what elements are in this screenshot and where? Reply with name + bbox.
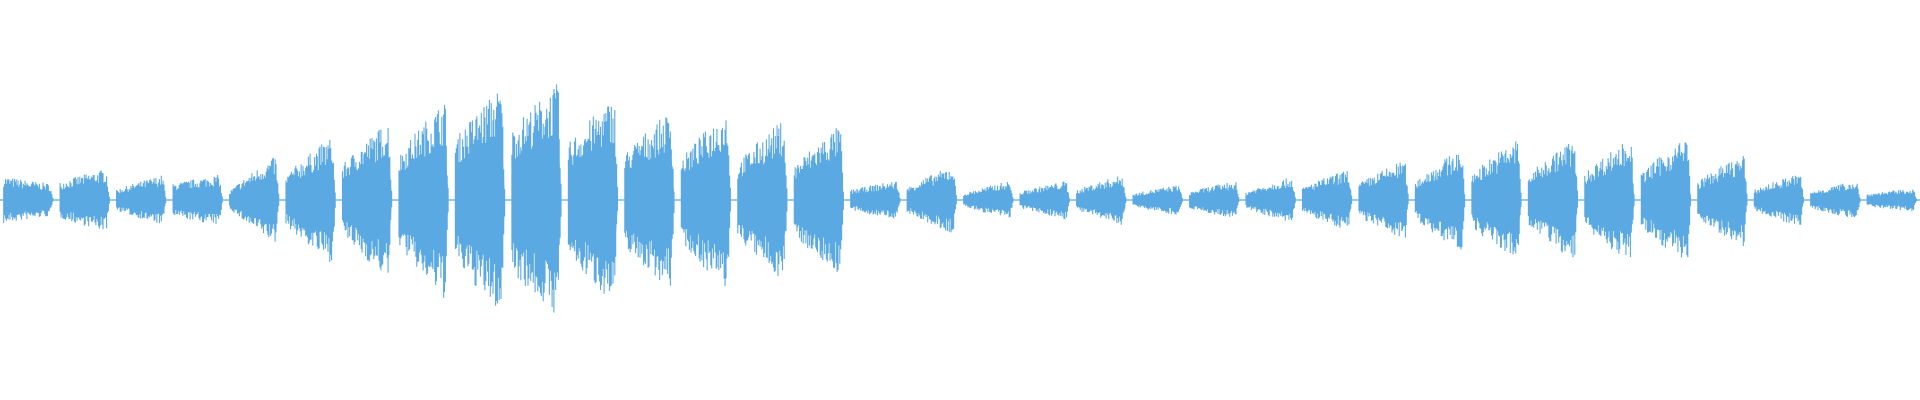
waveform-note-body	[1415, 171, 1465, 229]
waveform-note-body	[1641, 165, 1691, 235]
waveform-note-body	[286, 165, 336, 235]
waveform-note-body	[342, 156, 392, 244]
waveform-note-body	[1584, 165, 1634, 235]
waveform-note-body	[3, 186, 53, 214]
waveform-note-body	[907, 181, 957, 219]
waveform-note-body	[173, 186, 223, 214]
waveform-note-body	[1133, 191, 1183, 209]
waveform-note-body	[455, 137, 505, 263]
waveform-note-body	[1697, 174, 1747, 226]
waveform-note-body	[1528, 166, 1578, 234]
waveform-note-body	[229, 176, 279, 224]
waveform-note-body	[1246, 187, 1296, 213]
waveform-note-body	[399, 145, 449, 255]
waveform-note-body	[1076, 186, 1126, 214]
waveform-note-body	[1302, 183, 1352, 217]
waveform-note-body	[116, 186, 166, 214]
waveform-note-body	[1810, 189, 1860, 211]
waveform-note-body	[568, 143, 618, 257]
waveform-note-body	[1867, 193, 1917, 207]
waveform-note-body	[511, 136, 561, 264]
waveform-note-body	[681, 150, 731, 250]
waveform-note-body	[794, 158, 844, 242]
waveform-note-body	[963, 189, 1013, 211]
waveform-note-body	[1471, 166, 1521, 234]
waveform-note-body	[737, 155, 787, 245]
waveform-note-body	[850, 189, 900, 211]
waveform-note-group	[3, 84, 1917, 313]
waveform-note-body	[1359, 177, 1409, 223]
waveform-note-body	[60, 182, 110, 218]
waveform-note-body	[1189, 189, 1239, 211]
waveform-note-body	[1020, 189, 1070, 211]
waveform-note-body	[1754, 185, 1804, 215]
waveform-note-body	[624, 151, 674, 249]
